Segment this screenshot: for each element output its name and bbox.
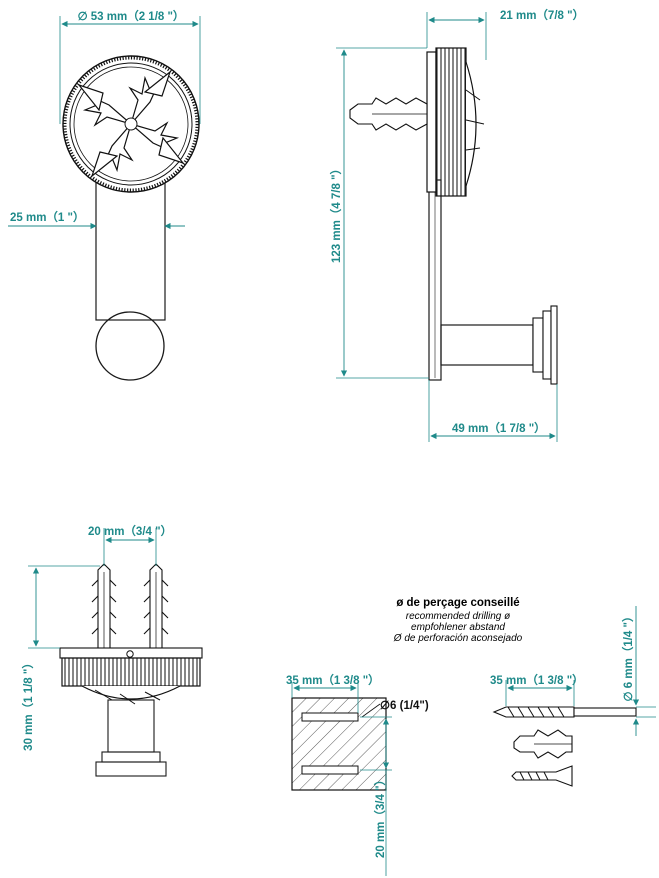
drill-bit: [492, 706, 637, 718]
dim-drill-length: 35 mm（1 3/8 "）: [490, 673, 584, 687]
front-view: ∅ 53 mm（2 1/8 "） 25 mm（1 "）: [8, 9, 201, 381]
note-title: ø de perçage conseillé: [396, 597, 519, 609]
dim-height: 123 mm（4 7/8 "）: [329, 163, 343, 263]
dim-knob-diameter: ∅ 53 mm（2 1/8 "）: [78, 9, 185, 23]
note-es: Ø de perforación aconsejado: [393, 633, 523, 644]
dim-drill-diameter: ∅ 6 mm（1/4 "）: [621, 611, 635, 702]
hook-stem: [95, 179, 166, 321]
knob-rosette: [62, 55, 200, 193]
dim-hole-diameter: ∅6 (1/4"): [380, 700, 429, 712]
hook-ball: [95, 311, 165, 381]
note-de: empfohlener abstand: [411, 622, 505, 633]
dim-block-width: 35 mm（1 3/8 "）: [286, 673, 380, 687]
dim-projection: 49 mm（1 7/8 "）: [452, 421, 546, 435]
dim-base-height: 30 mm（1 1/8 "）: [21, 657, 35, 751]
side-arm: [440, 324, 534, 366]
fixing-plug: [513, 729, 573, 759]
bottom-view: 20 mm（3/4 "） 30 mm（1 1/8 "）: [21, 524, 203, 777]
bottom-anchor-right: [143, 563, 169, 651]
dim-depth: 21 mm（7/8 "）: [500, 8, 584, 22]
side-end-cap: [532, 305, 558, 385]
dim-anchor-spacing: 20 mm（3/4 "）: [88, 524, 172, 538]
dim-hole-spacing: 20 mm（3/4 "）: [373, 774, 387, 858]
fixing-screw: [511, 765, 573, 787]
side-wall-anchor: [349, 97, 428, 131]
drilling-note: ø de perçage conseillé recommended drill…: [393, 597, 523, 644]
dim-stem-width: 25 mm（1 "）: [10, 210, 84, 224]
note-en: recommended drilling ø: [406, 611, 511, 622]
wall-block-section: 35 mm（1 3/8 "） ∅6 (1/4") 20 mm（3/4 "）: [286, 673, 429, 876]
side-knob: [426, 47, 485, 197]
drill-and-fixings: 35 mm（1 3/8 "） ∅ 6 mm（1/4 "）: [490, 606, 656, 787]
side-view: 21 mm（7/8 "） 123 mm（4 7/8 "） 49 mm（1 7/8…: [329, 8, 584, 442]
